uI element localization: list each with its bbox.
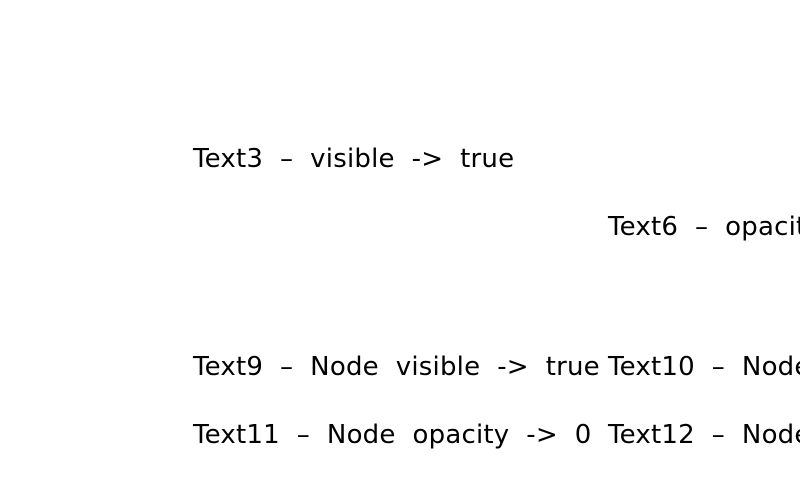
text-run-text10: Text10 – Node [608, 354, 800, 380]
text-run-text3: Text3 – visible -> true [193, 144, 515, 174]
text-run-text9: Text9 – Node visible -> true [193, 352, 600, 382]
text-run-text12: Text12 – Node [608, 422, 800, 448]
text-run-text11: Text11 – Node opacity -> 0 [193, 420, 592, 450]
text-run-text6: Text6 – opacity [608, 214, 800, 240]
